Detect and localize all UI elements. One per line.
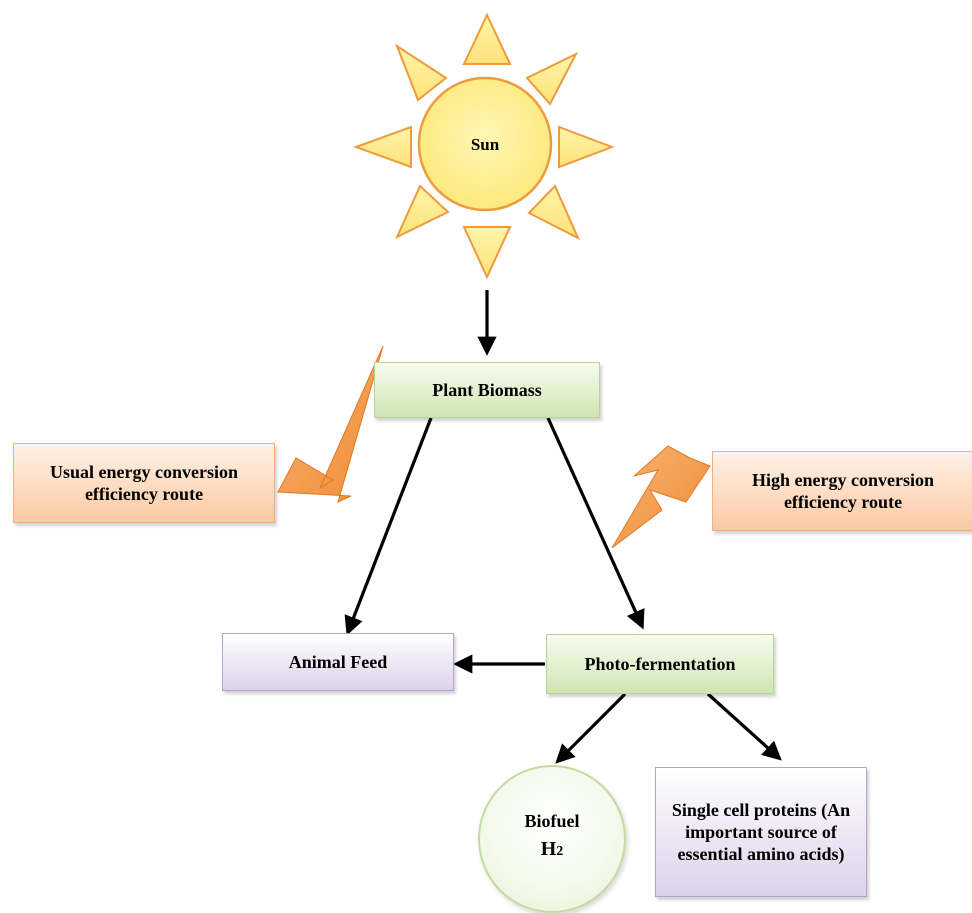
biofuel-circle: Biofuel H2 [478, 765, 626, 913]
sun-ray-bottom-right [527, 184, 581, 241]
photo-fermentation-box: Photo-fermentation [546, 634, 774, 694]
lightning-bolt-left-icon [277, 345, 384, 503]
biofuel-label: Biofuel [524, 810, 580, 831]
hydrogen-subscript: 2 [556, 843, 564, 859]
lightning-bolt-right-icon [611, 445, 711, 549]
arrows [344, 290, 782, 764]
sun-disc [417, 76, 553, 212]
plant-biomass-box: Plant Biomass [374, 362, 600, 418]
hydrogen-formula: H2 [541, 835, 564, 866]
usual-route-box: Usual energy conversion efficiency route [13, 443, 275, 523]
sun-ray-right [558, 125, 615, 169]
single-cell-proteins-box: Single cell proteins (An important sourc… [655, 767, 867, 897]
sun-ray-left [353, 125, 412, 169]
arrow-photo-fermentation-to-biofuel [555, 692, 627, 764]
sun-label: Sun [470, 135, 500, 154]
sun-ray-top-left [394, 43, 448, 102]
arrow-biomass-to-photo-fermentation [546, 417, 645, 630]
sun-icon [353, 12, 615, 280]
arrow-biomass-to-animal-feed [344, 417, 433, 636]
sun-ray-bottom-left [394, 184, 450, 240]
arrow-photo-fermentation-to-single-cell [706, 692, 782, 761]
sun-ray-top-right [525, 51, 579, 106]
sun-ray-bottom [462, 226, 512, 280]
sun-ray-top [462, 12, 512, 65]
hydrogen-symbol: H [540, 837, 557, 860]
high-route-box: High energy conversion efficiency route [712, 451, 972, 531]
animal-feed-box: Animal Feed [222, 633, 454, 691]
